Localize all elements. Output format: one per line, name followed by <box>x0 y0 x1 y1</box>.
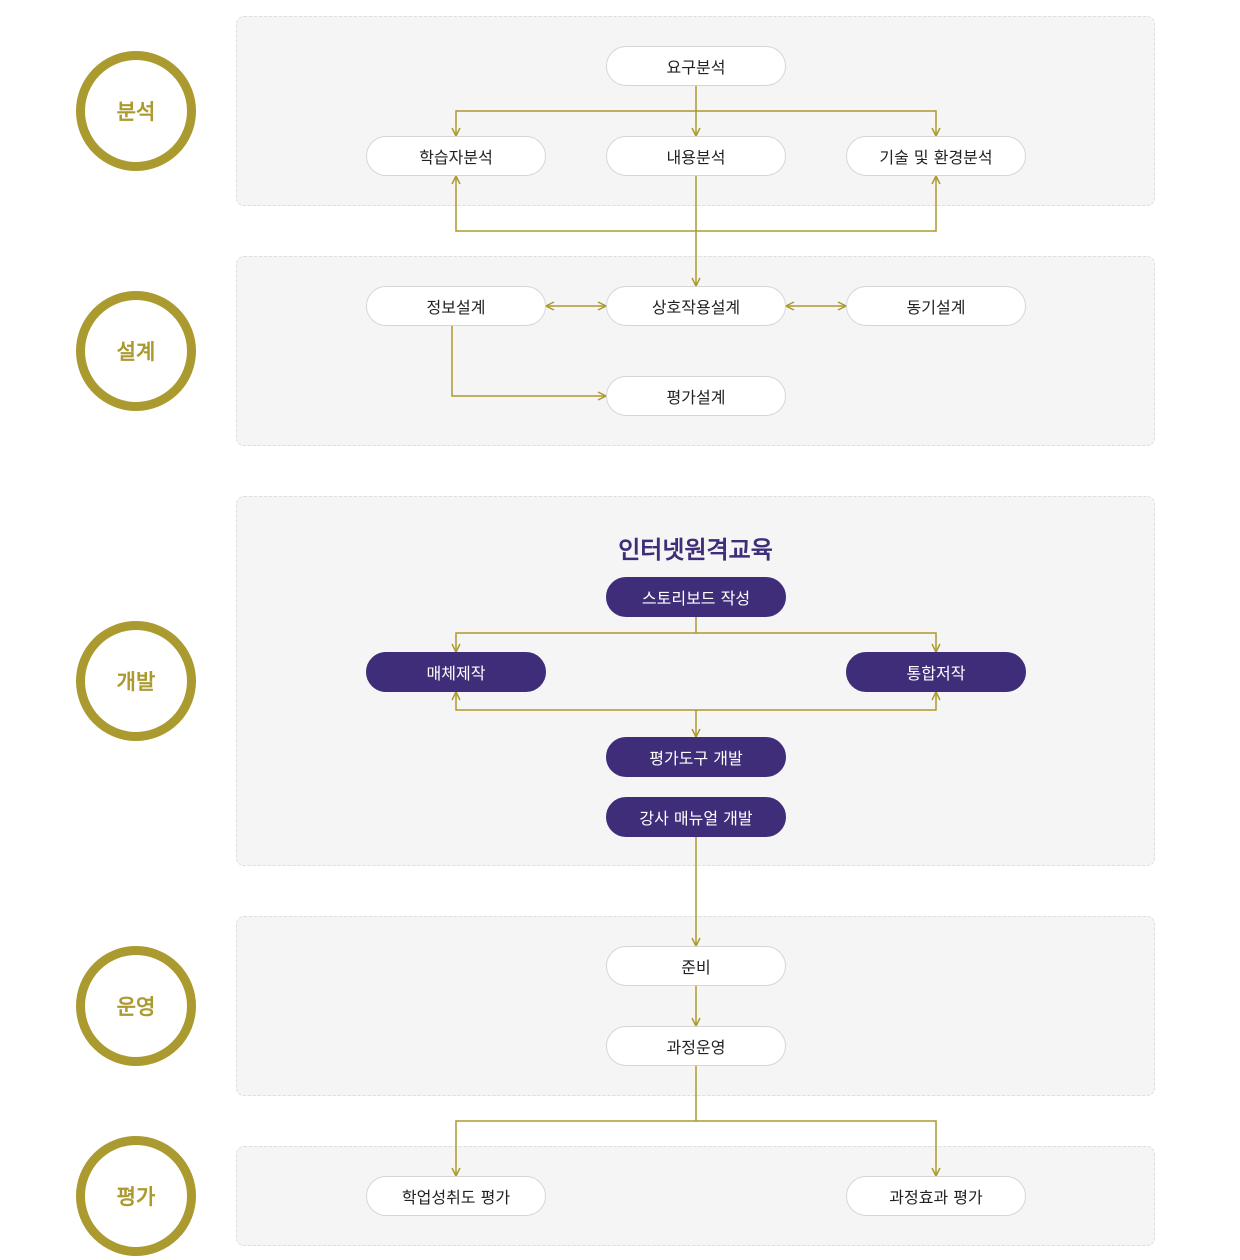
development-heading: 인터넷원격교육 <box>618 536 773 564</box>
node-course-operation: 과정운영 <box>606 1026 786 1066</box>
node-motivation-design: 동기설계 <box>846 286 1026 326</box>
node-requirements-analysis: 요구분석 <box>606 46 786 86</box>
node-information-design: 정보설계 <box>366 286 546 326</box>
node-interaction-design: 상호작용설계 <box>606 286 786 326</box>
node-media-production: 매체제작 <box>366 652 546 692</box>
phase-design: 설계 <box>76 291 196 411</box>
node-content-analysis: 내용분석 <box>606 136 786 176</box>
phase-evaluation: 평가 <box>76 1136 196 1256</box>
node-storyboard: 스토리보드 작성 <box>606 577 786 617</box>
node-assessment-design: 평가설계 <box>606 376 786 416</box>
node-tech-env-analysis: 기술 및 환경분석 <box>846 136 1026 176</box>
node-effectiveness-evaluation: 과정효과 평가 <box>846 1176 1026 1216</box>
node-learner-analysis: 학습자분석 <box>366 136 546 176</box>
node-integrated-authoring: 통합저작 <box>846 652 1026 692</box>
node-assessment-tool: 평가도구 개발 <box>606 737 786 777</box>
phase-analysis: 분석 <box>76 51 196 171</box>
node-achievement-evaluation: 학업성취도 평가 <box>366 1176 546 1216</box>
phase-development: 개발 <box>76 621 196 741</box>
node-instructor-manual: 강사 매뉴얼 개발 <box>606 797 786 837</box>
phase-operation: 운영 <box>76 946 196 1066</box>
node-preparation: 준비 <box>606 946 786 986</box>
